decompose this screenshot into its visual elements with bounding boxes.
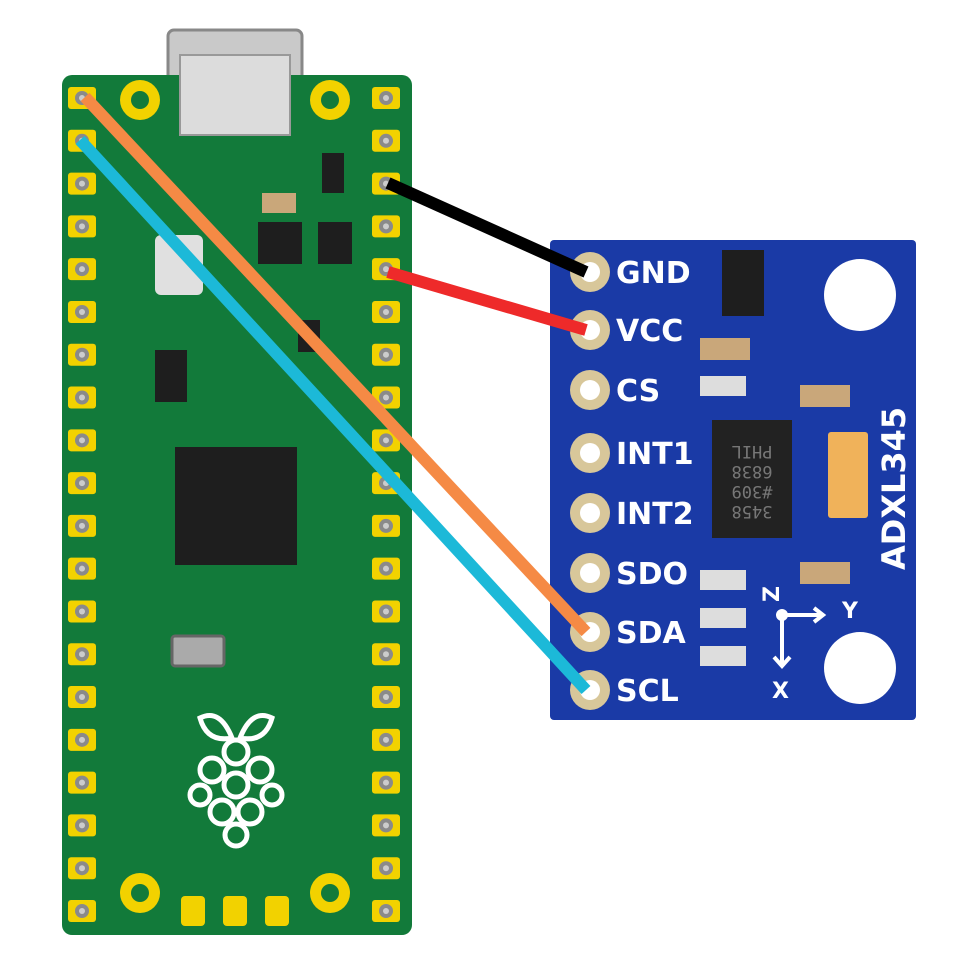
pin-label: SDO bbox=[616, 557, 688, 592]
raspberry-logo-icon bbox=[187, 713, 285, 849]
pico-pin-right bbox=[372, 343, 400, 366]
rp2040-chip bbox=[175, 447, 297, 565]
pico-pin-left bbox=[68, 472, 96, 495]
axis-label-z: Z bbox=[760, 586, 785, 602]
pico-pin-right bbox=[372, 771, 400, 794]
pico-pin-right bbox=[372, 557, 400, 580]
regulator-chip bbox=[722, 250, 764, 316]
sensor-pin-vcc: VCC bbox=[570, 310, 683, 350]
pico-pin-left bbox=[68, 686, 96, 709]
tantalum-capacitor bbox=[828, 432, 868, 518]
pico-pin-right bbox=[372, 87, 400, 109]
adxl345-chip bbox=[712, 420, 792, 538]
scl-wire bbox=[75, 135, 591, 695]
chip-marking: 6838 bbox=[732, 461, 773, 481]
pico-pin-left bbox=[68, 429, 96, 452]
pico-pin-right bbox=[372, 514, 400, 537]
chip-marking: PHIL bbox=[732, 441, 773, 461]
pico-pin-right bbox=[372, 814, 400, 837]
pico-pin-right bbox=[372, 900, 400, 922]
pin-label: INT1 bbox=[616, 437, 694, 472]
pico-pin-right bbox=[372, 643, 400, 666]
pico-pin-left bbox=[68, 557, 96, 580]
pico-pin-right bbox=[372, 600, 400, 623]
pico-pin-right bbox=[372, 129, 400, 152]
sensor-pin-int2: INT2 bbox=[570, 493, 694, 533]
bootsel-button bbox=[155, 235, 203, 295]
pico-pin-left bbox=[68, 814, 96, 837]
chip-marking: 3458 bbox=[732, 501, 773, 521]
debug-pads bbox=[181, 896, 289, 926]
pico-pin-left bbox=[68, 258, 96, 281]
pin-label: SCL bbox=[616, 674, 679, 709]
pin-label: CS bbox=[616, 374, 660, 409]
pico-pin-left bbox=[68, 172, 96, 195]
pin-label: GND bbox=[616, 256, 691, 291]
pin-label: INT2 bbox=[616, 497, 694, 532]
pico-pin-left bbox=[68, 643, 96, 666]
pico-pin-left bbox=[68, 857, 96, 880]
pico-pin-right bbox=[372, 686, 400, 709]
pico-pin-left bbox=[68, 600, 96, 623]
crystal bbox=[170, 634, 226, 668]
sensor-pin-cs: CS bbox=[570, 370, 660, 410]
chip-marking: #309 bbox=[732, 481, 773, 501]
pico-pin-left bbox=[68, 300, 96, 323]
axis-label-x: X bbox=[772, 679, 789, 704]
sensor-title: ADXL345 bbox=[875, 407, 913, 570]
sensor-pin-gnd: GND bbox=[570, 252, 691, 292]
pin-label: VCC bbox=[616, 314, 683, 349]
pico-pin-left bbox=[68, 215, 96, 238]
pin-label: SDA bbox=[616, 616, 687, 651]
pico-pin-right bbox=[372, 857, 400, 880]
gnd-wire bbox=[385, 177, 589, 278]
axis-label-y: Y bbox=[841, 599, 859, 624]
pico-pin-left bbox=[68, 771, 96, 794]
sensor-pin-int1: INT1 bbox=[570, 433, 694, 473]
pico-pin-right bbox=[372, 300, 400, 323]
pico-pin-right bbox=[372, 429, 400, 452]
pico-pin-left bbox=[68, 343, 96, 366]
pico-pin-left bbox=[68, 514, 96, 537]
mounting-hole bbox=[824, 632, 896, 704]
pico-pin-right bbox=[372, 728, 400, 751]
sda-wire bbox=[80, 92, 591, 637]
sensor-pin-sda: SDA bbox=[570, 612, 687, 652]
pico-pin-left bbox=[68, 386, 96, 409]
mounting-hole bbox=[824, 259, 896, 331]
pico-pin-right bbox=[372, 215, 400, 238]
vcc-wire bbox=[386, 266, 588, 336]
adxl345-board: 3458 #309 6838 PHIL ADXL345 Z Y X GND VCC… bbox=[550, 240, 916, 720]
pico-pin-left bbox=[68, 728, 96, 751]
pico-pin-left bbox=[68, 900, 96, 922]
raspberry-pi-pico bbox=[62, 28, 412, 935]
sensor-pin-sdo: SDO bbox=[570, 553, 688, 593]
axis-indicator bbox=[772, 606, 827, 670]
sensor-pin-scl: SCL bbox=[570, 670, 679, 710]
